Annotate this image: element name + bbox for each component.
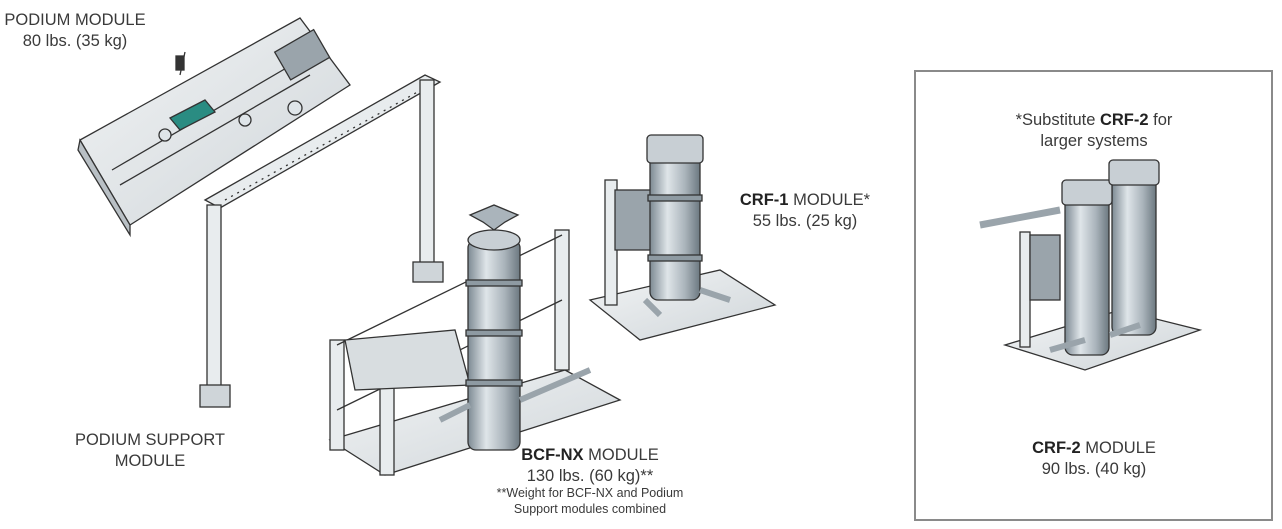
crf-2-label: CRF-2 MODULE 90 lbs. (40 kg): [994, 438, 1194, 479]
crf-1-module-illustration: [588, 134, 777, 341]
crf-1-name-bold: CRF-1: [739, 191, 789, 209]
podium-module-label: PODIUM MODULE 80 lbs. (35 kg): [0, 10, 150, 51]
crf-2-name: CRF-2 MODULE: [994, 438, 1194, 459]
crf-1-name: CRF-1 MODULE*: [705, 190, 905, 211]
crf-2-name-bold: CRF-2: [1032, 439, 1081, 457]
bcf-nx-note-line2: Support modules combined: [513, 501, 667, 516]
crf-2-weight: 90 lbs. (40 kg): [1041, 459, 1147, 478]
bcf-nx-note-line1: **Weight for BCF-NX and Podium: [496, 486, 684, 501]
substitute-line2: larger systems: [1040, 131, 1148, 150]
crf-2-module-illustration: [979, 159, 1203, 371]
substitute-bold: CRF-2: [1099, 111, 1149, 129]
bcf-nx-name-bold: BCF-NX: [521, 446, 584, 464]
crf-2-substitute-note: *Substitute CRF-2 for larger systems: [944, 110, 1244, 151]
crf-2-callout-box: [914, 70, 1273, 521]
bcf-nx-name-rest: MODULE: [583, 446, 659, 464]
bcf-nx-label: BCF-NX MODULE 130 lbs. (60 kg)** **Weigh…: [490, 445, 690, 518]
substitute-line1: *Substitute CRF-2 for: [944, 110, 1244, 131]
podium-support-line2: MODULE: [114, 451, 186, 470]
podium-support-illustration: [199, 74, 444, 408]
podium-module-name: PODIUM MODULE: [4, 11, 146, 29]
crf-1-weight: 55 lbs. (25 kg): [752, 211, 858, 230]
crf-1-name-rest: MODULE*: [788, 191, 871, 209]
podium-module-illustration: [77, 17, 351, 238]
crf-2-name-rest: MODULE: [1080, 439, 1156, 457]
podium-support-label: PODIUM SUPPORT MODULE: [60, 430, 240, 471]
crf-1-label: CRF-1 MODULE* 55 lbs. (25 kg): [705, 190, 905, 231]
podium-support-line1: PODIUM SUPPORT: [74, 431, 226, 449]
podium-module-weight: 80 lbs. (35 kg): [22, 31, 128, 50]
bcf-nx-weight: 130 lbs. (60 kg)**: [526, 466, 654, 485]
bcf-nx-name: BCF-NX MODULE: [490, 445, 690, 466]
bcf-nx-module-illustration: [328, 204, 622, 476]
substitute-pre: *Substitute: [1015, 111, 1100, 129]
substitute-post: for: [1148, 111, 1173, 129]
